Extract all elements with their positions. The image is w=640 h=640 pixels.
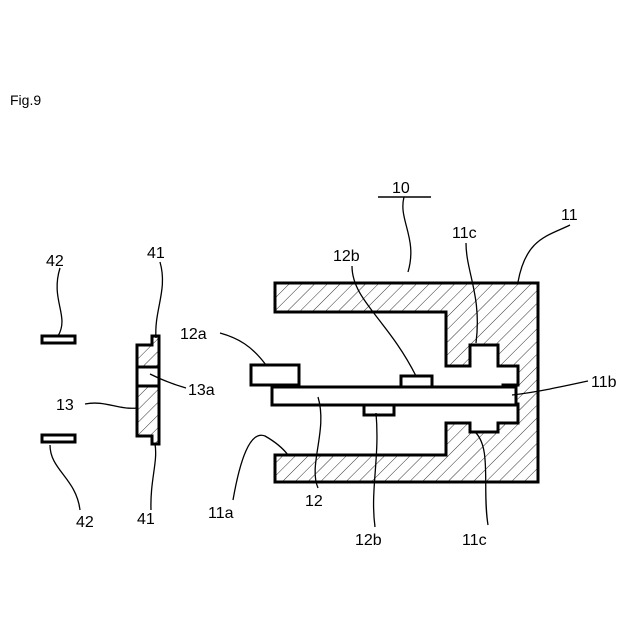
label-11b: 11b <box>591 374 617 391</box>
leader-11 <box>518 225 570 282</box>
label-42-top: 42 <box>46 253 64 270</box>
label-13a: 13a <box>188 382 215 399</box>
bump-12b-top <box>401 376 432 387</box>
label-11c-bottom: 11c <box>462 532 487 549</box>
leader-41-top <box>156 262 163 338</box>
leader-10 <box>403 197 411 272</box>
label-41-bottom: 41 <box>137 511 155 528</box>
leader-12a <box>220 333 266 365</box>
piece-42-top <box>42 336 75 343</box>
leader-42-top <box>57 268 62 336</box>
label-10: 10 <box>392 180 410 197</box>
leader-13 <box>85 403 137 408</box>
label-13: 13 <box>56 397 74 414</box>
label-11: 11 <box>561 207 578 224</box>
piece-42-bottom <box>42 435 75 442</box>
label-12: 12 <box>305 493 323 510</box>
substrate-12 <box>272 387 516 405</box>
label-11a: 11a <box>208 505 234 522</box>
leader-41-bottom <box>151 444 156 510</box>
part-13 <box>137 336 159 367</box>
label-11c-top: 11c <box>452 225 477 242</box>
label-12b-top: 12b <box>333 248 360 265</box>
bump-12b-bottom <box>364 405 394 415</box>
tab-12a <box>251 365 299 385</box>
label-12a: 12a <box>180 326 207 343</box>
label-41-top: 41 <box>147 245 165 262</box>
label-42-bottom: 42 <box>76 514 94 531</box>
part-13-lower <box>137 386 159 444</box>
leader-42-bottom <box>50 445 80 510</box>
label-12b-bottom: 12b <box>355 532 382 549</box>
